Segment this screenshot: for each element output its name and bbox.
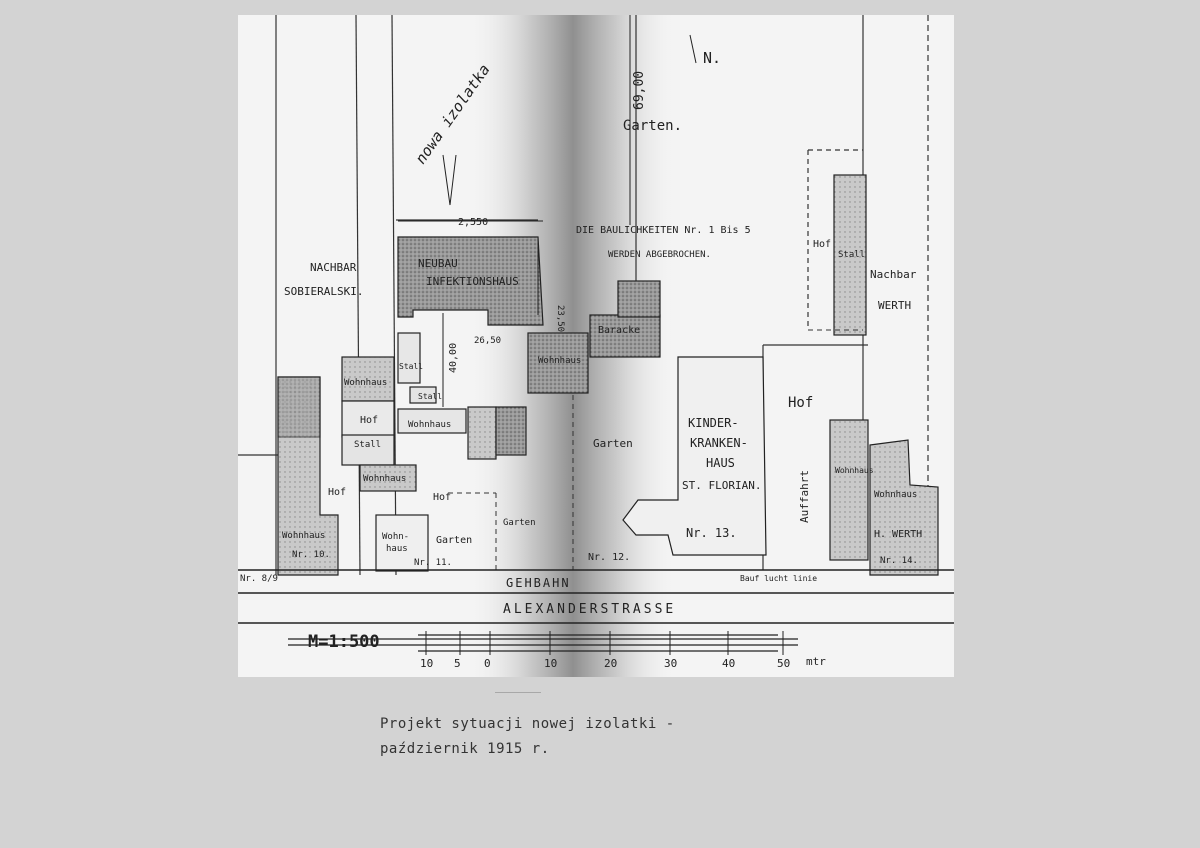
wohnhaus-nr11 [375, 514, 429, 572]
dim-inner-label: 26,50 [474, 336, 501, 346]
baracke [589, 314, 661, 358]
hof-right-label: Hof [788, 395, 813, 411]
nr11-label: Nr. 11. [414, 558, 452, 568]
buildings [277, 174, 939, 576]
stall-1-label: Stall [399, 362, 423, 371]
wohnhaus-nr11-label-2: haus [386, 544, 408, 554]
neighbor-left-2: SOBIERALSKI. [284, 285, 363, 298]
garten-center-label: Garten [593, 437, 633, 450]
caption-line-1: Projekt sytuacji nowej izolatki - [380, 716, 675, 732]
kinder-label-4: ST. FLORIAN. [682, 479, 761, 492]
wohnhaus-nr10-label-2: Nr. 10. [292, 550, 330, 560]
neighbor-right-2: WERTH [878, 299, 911, 312]
kinder-label-3: HAUS [706, 456, 735, 470]
neubau-label-1: NEUBAU [418, 257, 458, 270]
hof-top-right-label: Hof [813, 239, 831, 250]
wohnhaus-2-label: Wohnhaus [408, 420, 451, 430]
site-plan-drawing: N. 69,00 Garten. nowa izolatka 2,550 DIE… [238, 15, 954, 677]
distance-top-label: 69,00 [632, 71, 647, 110]
scale-tick-label: 10 [544, 657, 557, 670]
scale-tick-label: 5 [454, 657, 461, 670]
demolition-line1: DIE BAULICHKEITEN Nr. 1 Bis 5 [576, 225, 751, 236]
stall-2-label: Stall [418, 392, 442, 401]
neubau-infektionshaus [397, 236, 544, 326]
scale-bar [288, 631, 798, 655]
neubau-label-2: INFEKTIONSHAUS [426, 275, 519, 288]
wohnhaus-mid-label: Wohnhaus [538, 356, 581, 366]
street-lines [238, 569, 954, 624]
hof-mid-label: Hof [433, 492, 451, 503]
scale-tick-label: 10 [420, 657, 433, 670]
demolition-line2: WERDEN ABGEBROCHEN. [608, 250, 711, 260]
gehbahn-label: GEHBAHN [506, 576, 571, 590]
wohnhaus-right [829, 419, 869, 561]
kinder-label-1: KINDER- [688, 416, 739, 430]
wohnhaus-mid [527, 332, 589, 394]
garden-top-label: Garten. [623, 118, 682, 134]
dim-width-label: 2,550 [458, 217, 488, 228]
dim-right-label: 23,50 [555, 305, 565, 332]
baracke-label: Baracke [598, 325, 640, 336]
scale-tick-label: 30 [664, 657, 677, 670]
stall-right-label: Stall [838, 250, 865, 260]
scale-tick-label: 50 [777, 657, 790, 670]
wohnhaus-right-label: Wohnhaus [835, 466, 874, 475]
nr12-label: Nr. 12. [588, 552, 630, 563]
auffahrt-label: Auffahrt [798, 470, 811, 523]
hof-1-label: Hof [360, 415, 378, 426]
garten-col-label: Garten [503, 518, 536, 528]
garten-nr11-label: Garten [436, 535, 472, 546]
wohnhaus-1-label: Wohnhaus [344, 378, 387, 388]
caption-line-2: październik 1915 r. [380, 741, 550, 757]
scale-unit: mtr [806, 655, 826, 668]
neighbor-left-1: NACHBAR [310, 261, 357, 274]
wohnhaus-nr10-label-1: Wohnhaus [282, 531, 325, 541]
wohnhaus-nr11-label-1: Wohn- [382, 532, 409, 542]
scale-label: M=1:500 [308, 632, 380, 652]
wohnhaus-3 [359, 464, 417, 492]
nr13-label: Nr. 13. [686, 526, 737, 540]
kinderkrankenhaus [622, 356, 767, 556]
bauflucht-label: Bauf lucht linie [740, 574, 817, 583]
site-plan: N. 69,00 Garten. nowa izolatka 2,550 DIE… [238, 15, 954, 677]
caption: Projekt sytuacji nowej izolatki - paździ… [380, 712, 675, 762]
street-label: ALEXANDERSTRASSE [503, 602, 676, 617]
wohnhaus-3-label: Wohnhaus [363, 474, 406, 484]
nr14-label: Nr. 14. [880, 556, 918, 566]
wohnhaus-werth-label-1: Wohnhaus [874, 490, 917, 500]
wohnhaus-1 [341, 356, 395, 402]
dim-height-label: 40,00 [448, 343, 459, 373]
stall-right [833, 174, 867, 336]
neighbor-right-1: Nachbar [870, 268, 917, 281]
north-label: N. [703, 49, 721, 67]
caption-divider [495, 692, 541, 693]
scale-tick-label: 20 [604, 657, 617, 670]
hof-left-label: Hof [328, 487, 346, 498]
scale-tick-label: 0 [484, 657, 491, 670]
kinder-label-2: KRANKEN- [690, 436, 748, 450]
wohnhaus-werth [869, 439, 939, 576]
stall-3-label: Stall [354, 440, 381, 450]
wohnhaus-werth-label-2: H. WERTH [874, 529, 922, 540]
street-left-label: Nr. 8/9 [240, 574, 278, 584]
scale-tick-label: 40 [722, 657, 735, 670]
